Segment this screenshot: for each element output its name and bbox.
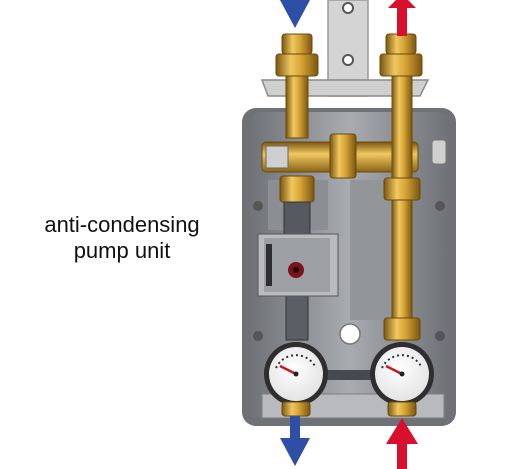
caption-line-2: pump unit <box>73 238 171 263</box>
caption-label: anti-condensing pump unit <box>22 212 222 264</box>
circulation-pump <box>257 233 339 297</box>
bypass-pipe <box>318 370 388 380</box>
right-temperature-gauge <box>370 342 434 417</box>
left-pipe-assembly <box>275 33 319 341</box>
mixing-valve <box>261 133 419 179</box>
caption-line-1: anti-condensing <box>44 212 200 237</box>
arrow-up-icon <box>388 0 416 36</box>
arrow-down-icon <box>280 416 310 466</box>
arrow-down-icon <box>280 0 310 28</box>
left-temperature-gauge <box>264 342 328 417</box>
arrow-up-icon <box>386 418 418 469</box>
right-pipe-assembly <box>379 33 423 341</box>
